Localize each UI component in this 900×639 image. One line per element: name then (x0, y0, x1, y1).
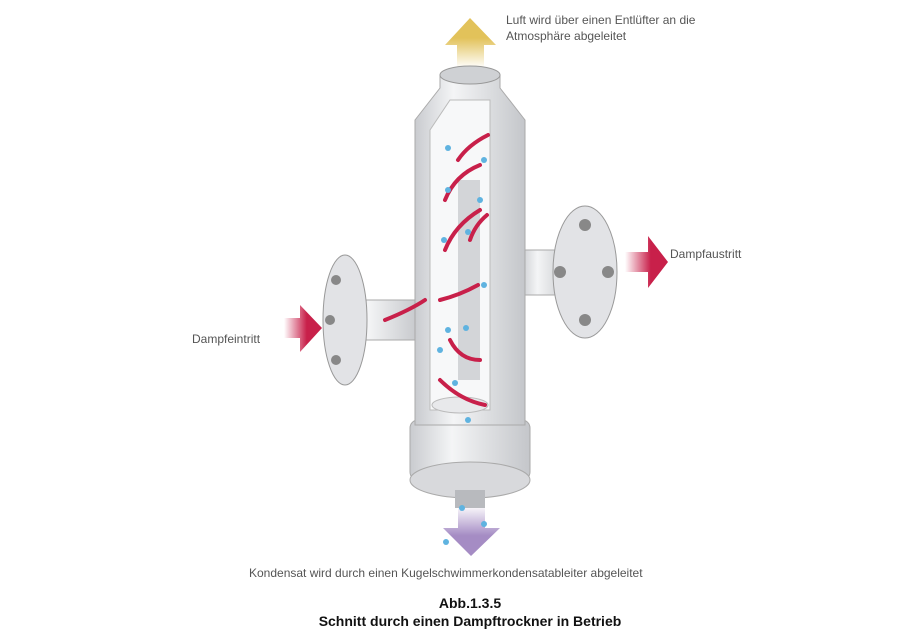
water-droplets (437, 145, 487, 545)
air-vent-label-line2: Atmosphäre abgeleitet (506, 29, 627, 43)
condensate-label: Kondensat wird durch einen Kugelschwimme… (249, 566, 643, 580)
steam-outlet-arrow (625, 236, 668, 288)
air-vent-label: Luft wird über einen Entlüfter an die At… (506, 12, 695, 44)
figure-number: Abb.1.3.5 (438, 595, 502, 611)
steam-flow-arrows (383, 133, 490, 407)
air-vent-arrow (445, 18, 496, 68)
steam-outlet-label: Dampfaustritt (670, 247, 742, 261)
steam-inlet-arrow (284, 305, 322, 352)
figure-title: Schnitt durch einen Dampftrockner in Bet… (318, 613, 622, 629)
condensate-arrow (443, 505, 500, 556)
air-vent-label-line1: Luft wird über einen Entlüfter an die (506, 13, 696, 27)
steam-inlet-label: Dampfeintritt (192, 332, 261, 346)
